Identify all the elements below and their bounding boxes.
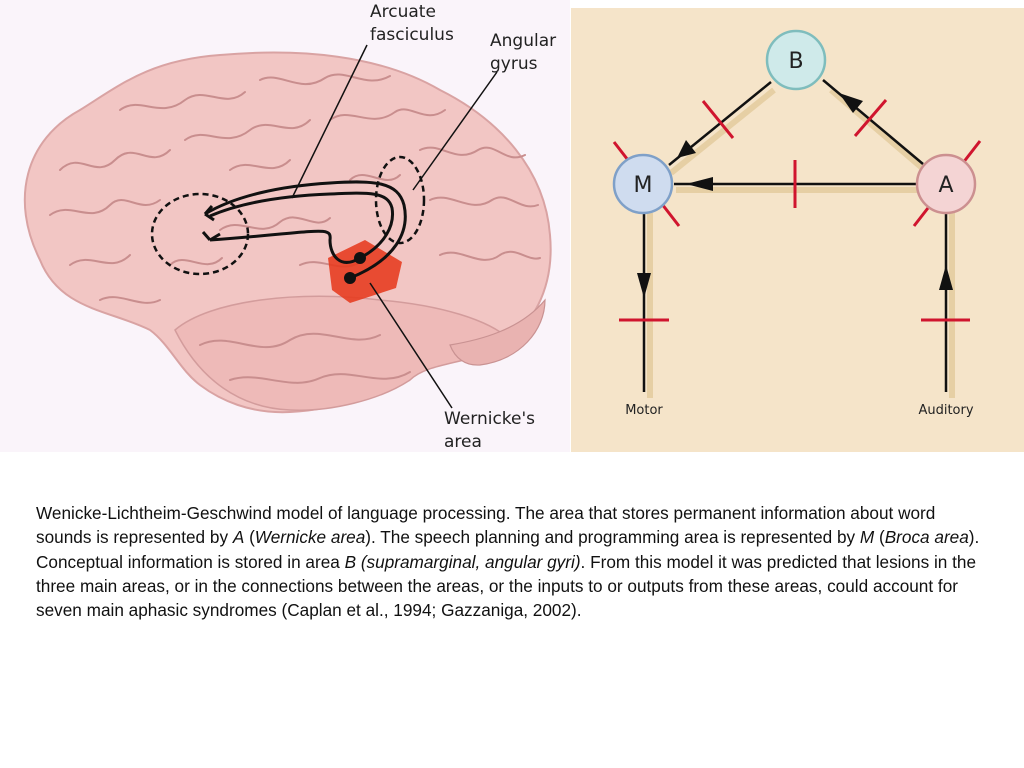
arcuate-label-2: fasciculus [370, 25, 454, 45]
wernicke-leader-line [369, 282, 453, 409]
caption-part-1: Wenicke-Lichtheim-Geschwind model of lan… [36, 503, 936, 548]
caption-a-letter: A [232, 527, 245, 548]
caption-part-3: ). The speech planning and programming a… [365, 527, 860, 548]
wlg-model-svg: B M A Motor Auditory [612, 29, 982, 418]
figure-caption: Wenicke-Lichtheim-Geschwind model of lan… [36, 501, 991, 622]
node-a-label: A [938, 173, 953, 198]
arrow-a-to-b [839, 93, 863, 113]
arcuate-fasciculus-pathway [201, 180, 407, 280]
cerebellum [449, 298, 546, 366]
lesion-marks [612, 99, 982, 322]
caption-b-text: B (supramarginal, angular gyri) [344, 551, 581, 572]
wlg-model-diagram: B M A Motor Auditory [571, 8, 1024, 452]
edges [642, 79, 948, 392]
edge-a-to-b [822, 79, 924, 165]
arrow-into-m [686, 177, 713, 191]
node-b-label: B [788, 49, 803, 74]
caption-m-letter: M [859, 527, 875, 548]
caption-part-2: ( [244, 527, 255, 548]
arrow-up-auditory [939, 265, 953, 290]
angular-label-1: Angular [490, 31, 556, 51]
caption-broca: Broca area [884, 527, 969, 548]
angular-leader-line [412, 71, 498, 191]
angular-dashed-region [374, 155, 426, 245]
lesion-bm-connection [701, 100, 735, 139]
caption-part-6: . From this model it was predicted that … [36, 551, 977, 621]
node-b: B [765, 29, 827, 91]
broca-dashed-region [150, 192, 250, 276]
auditory-label: Auditory [918, 403, 973, 418]
angular-label-2: gyrus [490, 54, 538, 74]
motor-label: Motor [625, 403, 663, 418]
node-m-label: M [634, 173, 653, 198]
node-m: M [612, 153, 674, 215]
edge-shadows [647, 87, 955, 398]
wernicke-label-2: area [444, 432, 482, 452]
caption-wernicke: Wernicke area [254, 527, 366, 548]
arrow-down-motor [637, 273, 651, 298]
caption-part-4: ( [874, 527, 885, 548]
wernicke-dot-lower [344, 272, 356, 284]
caption-part-5: ). Conceptual information is stored in a… [36, 527, 980, 572]
wernicke-label-1: Wernicke's [444, 409, 535, 429]
wernicke-dot-upper [354, 252, 366, 264]
arrow-b-to-m [677, 140, 696, 158]
brain-svg: Arcuate fasciculus Angular gyrus Wernick… [23, 2, 556, 452]
arcuate-leader-line [291, 44, 368, 199]
node-a: A [915, 153, 977, 215]
gyri-folds [49, 73, 541, 384]
arcuate-label-1: Arcuate [370, 2, 436, 22]
lesion-ab-connection [853, 99, 888, 137]
brain-illustration: Arcuate fasciculus Angular gyrus Wernick… [0, 0, 570, 452]
arrowheads [637, 93, 953, 298]
